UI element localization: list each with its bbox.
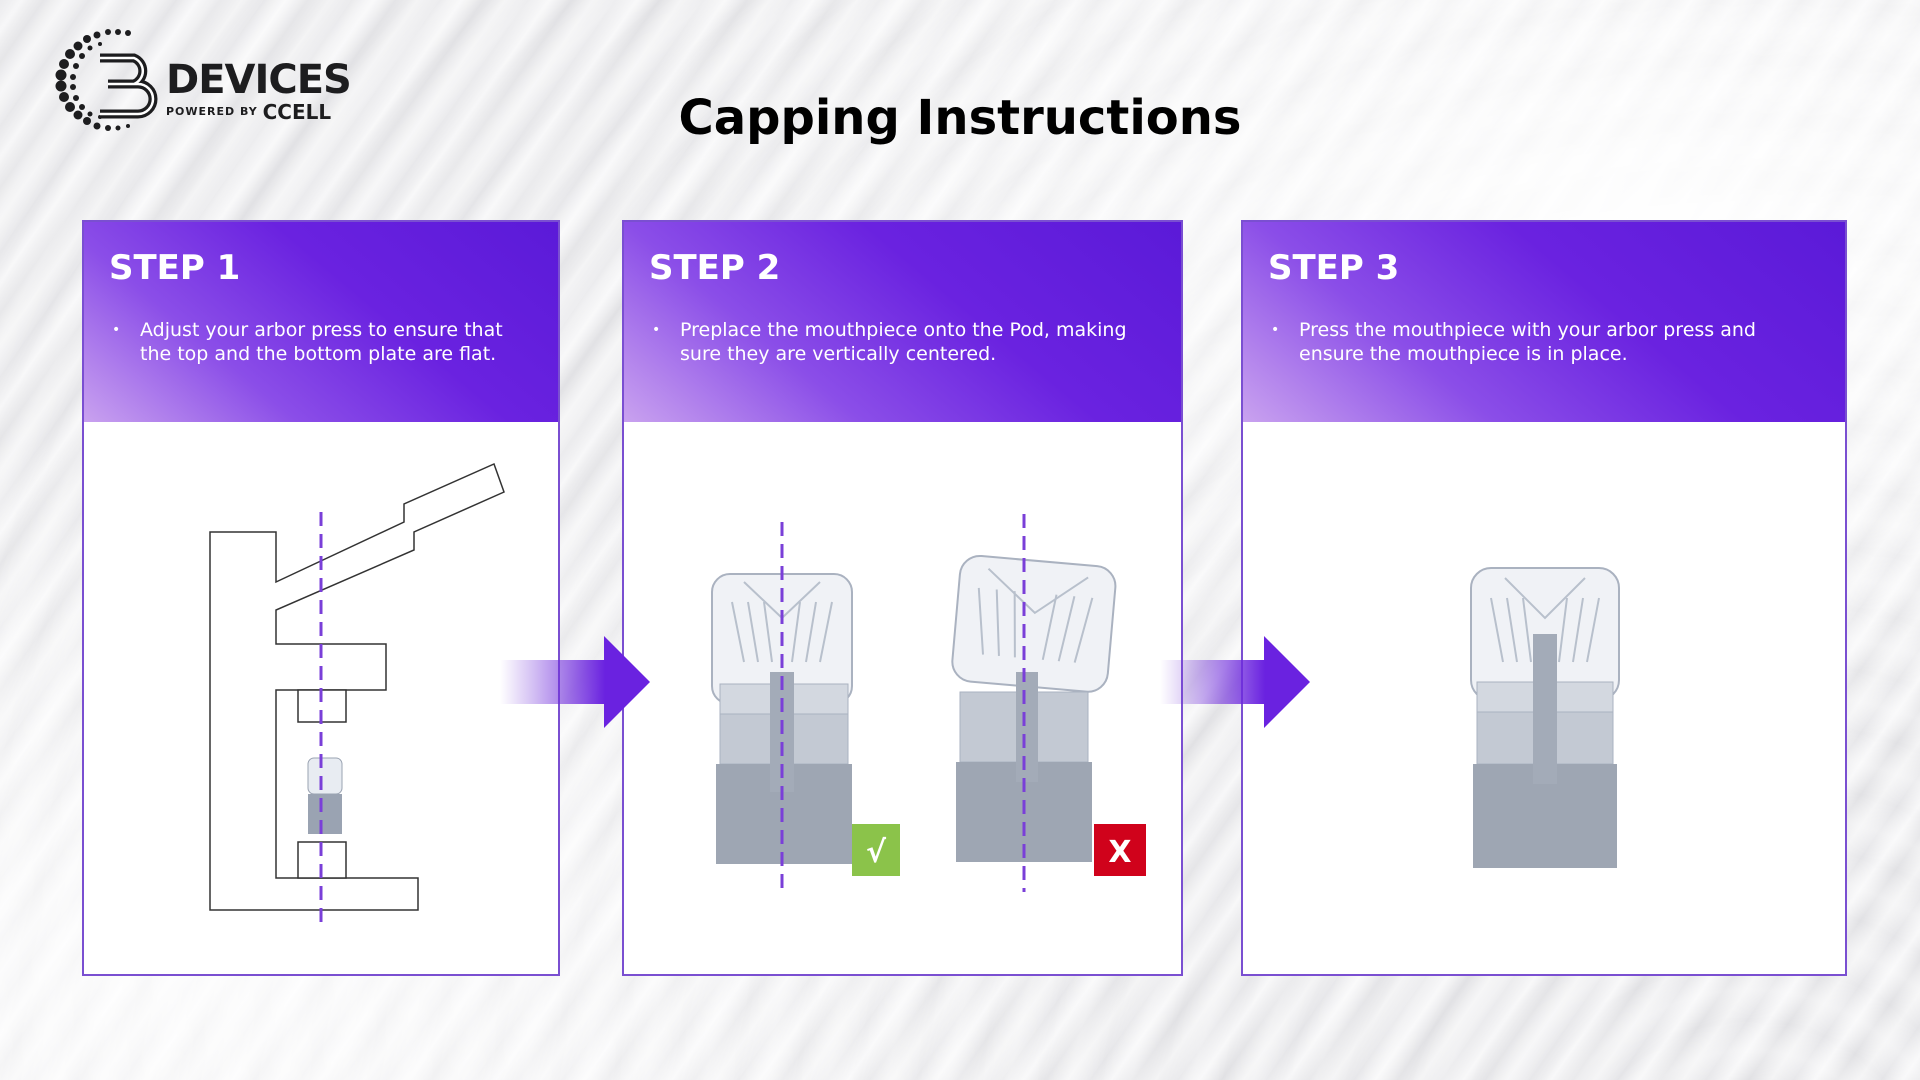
step-1-header: STEP 1 Adjust your arbor press to ensure… <box>84 222 558 422</box>
step-3-text: Press the mouthpiece with your arbor pre… <box>1271 318 1825 366</box>
arbor-press-diagram <box>209 462 505 922</box>
correct-mark: √ <box>866 835 887 870</box>
step-1-illustration <box>84 422 558 974</box>
step-2-title: STEP 2 <box>649 248 781 288</box>
step-3-illustration <box>1243 422 1845 974</box>
step-2-card: STEP 2 Preplace the mouthpiece onto the … <box>622 220 1183 976</box>
logo-ccell: CCELL <box>262 100 332 124</box>
pod-small-icon <box>307 757 343 834</box>
page-title: Capping Instructions <box>678 90 1242 146</box>
step-1-title: STEP 1 <box>109 248 241 288</box>
logo-dots-icon <box>55 29 158 131</box>
step-3-header: STEP 3 Press the mouthpiece with your ar… <box>1243 222 1845 422</box>
step-1-card: STEP 1 Adjust your arbor press to ensure… <box>82 220 560 976</box>
logo-powered-by: POWERED BY <box>166 105 258 118</box>
logo-wordmark: DEVICES <box>166 57 352 103</box>
pod-centered-icon <box>711 573 853 864</box>
logo-tagline: POWERED BY CCELL <box>166 100 331 124</box>
step-2-illustration: √ X <box>624 422 1181 974</box>
step-1-text: Adjust your arbor press to ensure that t… <box>112 318 538 366</box>
step-2-header: STEP 2 Preplace the mouthpiece onto the … <box>624 222 1181 422</box>
arrow-right-icon <box>500 636 650 728</box>
pod-misaligned-icon <box>951 554 1117 862</box>
step-3-title: STEP 3 <box>1268 248 1400 288</box>
step-3-card: STEP 3 Press the mouthpiece with your ar… <box>1241 220 1847 976</box>
brand-logo: DEVICES POWERED BY CCELL <box>42 26 362 136</box>
pod-alignment-diagram: √ X <box>711 514 1146 892</box>
pod-capped-icon <box>1470 567 1620 868</box>
arrow-right-icon <box>1160 636 1310 728</box>
step-2-text: Preplace the mouthpiece onto the Pod, ma… <box>652 318 1161 366</box>
incorrect-mark: X <box>1108 835 1131 870</box>
pod-capped-diagram <box>1470 567 1620 868</box>
